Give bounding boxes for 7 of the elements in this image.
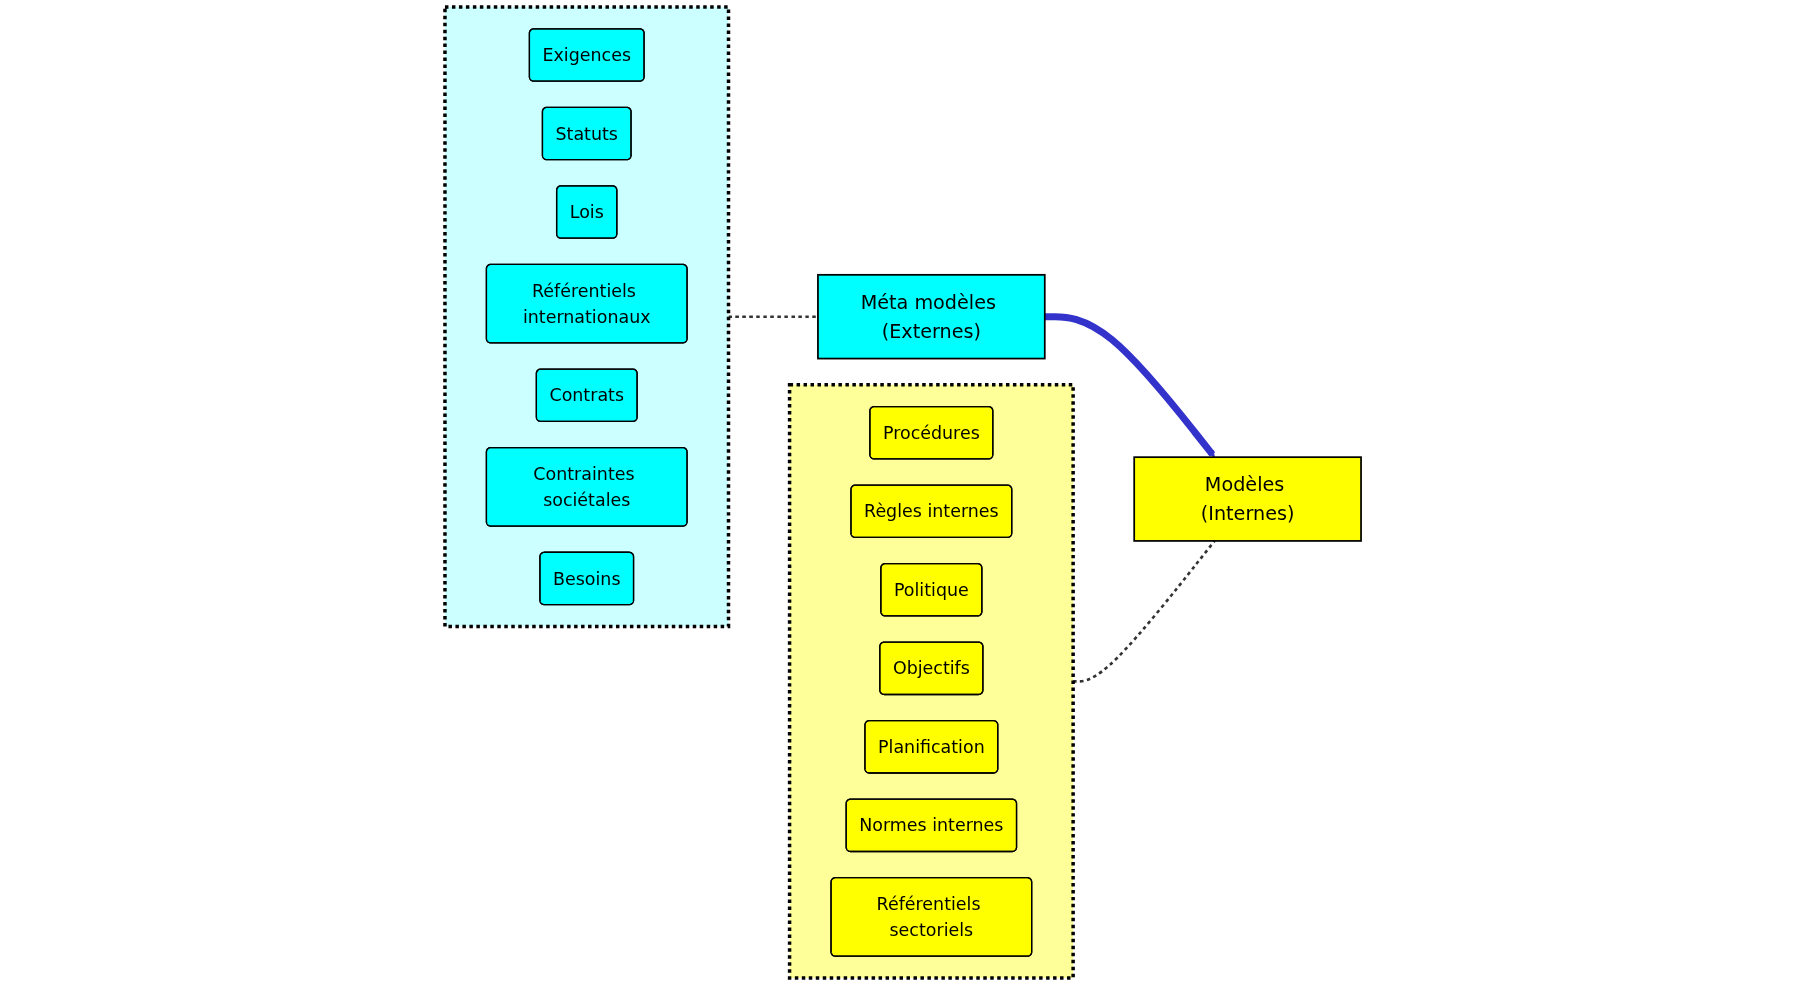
connector: [1073, 540, 1216, 683]
cluster: [443, 5, 731, 629]
node-box: Modèles (Internes): [1133, 456, 1362, 542]
connector: [728, 315, 818, 318]
node-box: Méta modèles (Externes): [817, 273, 1046, 360]
arrow: [1044, 313, 1216, 458]
cluster: [787, 383, 1075, 980]
